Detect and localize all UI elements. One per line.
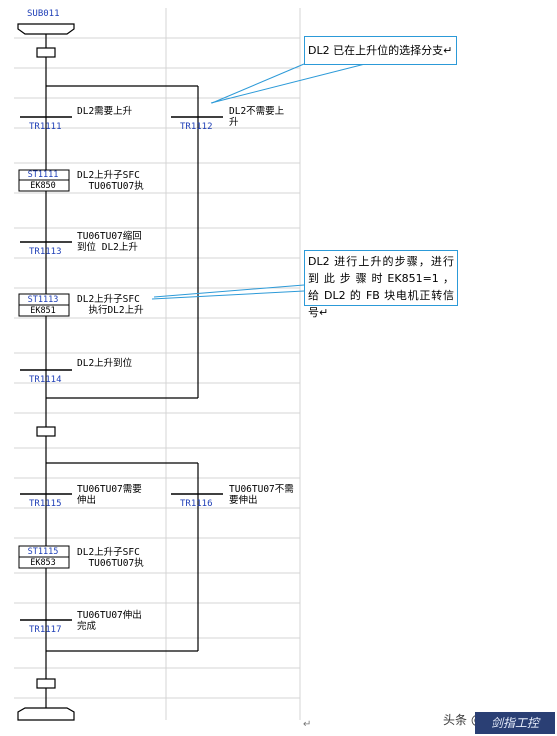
step-id: ST1115 xyxy=(27,547,59,557)
transition-condition: TU06TU07伸出 完成 xyxy=(77,610,142,632)
start-label: SUB011 xyxy=(27,9,60,19)
annotation-callout: DL2 进行上升的步骤，进行到 此 步 骤 时 EK851=1 ， 给 DL2 … xyxy=(304,250,458,319)
start-terminal xyxy=(17,23,75,35)
transition-id: TR1115 xyxy=(29,499,62,509)
step-signal: EK853 xyxy=(30,558,56,568)
step-action: DL2上升子SFC TU06TU07执 xyxy=(77,170,144,192)
annotation-callout: DL2 已在上升位的选择分支↵ xyxy=(304,36,457,65)
transition-id: TR1113 xyxy=(29,247,62,257)
connector-box xyxy=(36,426,56,437)
step-signal: EK850 xyxy=(30,181,56,191)
step-action: DL2上升子SFC 执行DL2上升 xyxy=(77,294,144,316)
transition-id: TR1114 xyxy=(29,375,62,385)
transition-id: TR1112 xyxy=(180,122,213,132)
step-signal: EK851 xyxy=(30,306,56,316)
transition-condition: TU06TU07不需 要伸出 xyxy=(229,484,294,506)
connector-box xyxy=(36,678,56,689)
transition-bars xyxy=(20,116,223,621)
end-terminal xyxy=(17,707,75,721)
annotation-leaders xyxy=(151,63,366,300)
connector-box xyxy=(36,47,56,58)
main-flow xyxy=(45,34,199,708)
transition-id: TR1116 xyxy=(180,499,213,509)
transition-condition: DL2上升到位 xyxy=(77,358,133,369)
transition-condition: DL2需要上升 xyxy=(77,106,133,117)
step-action: DL2上升子SFC TU06TU07执 xyxy=(77,547,144,569)
paragraph-mark: ↵ xyxy=(303,719,312,730)
step-id: ST1113 xyxy=(27,295,59,305)
step-id: ST1111 xyxy=(27,170,59,180)
transition-id: TR1111 xyxy=(29,122,62,132)
transition-id: TR1117 xyxy=(29,625,62,635)
watermark-logo: 剑指工控 xyxy=(475,712,555,734)
transition-condition: TU06TU07缩回 到位 DL2上升 xyxy=(77,231,142,253)
grid-lines xyxy=(14,8,301,720)
transition-condition: DL2不需要上 升 xyxy=(229,106,285,128)
transition-condition: TU06TU07需要 伸出 xyxy=(77,484,142,506)
